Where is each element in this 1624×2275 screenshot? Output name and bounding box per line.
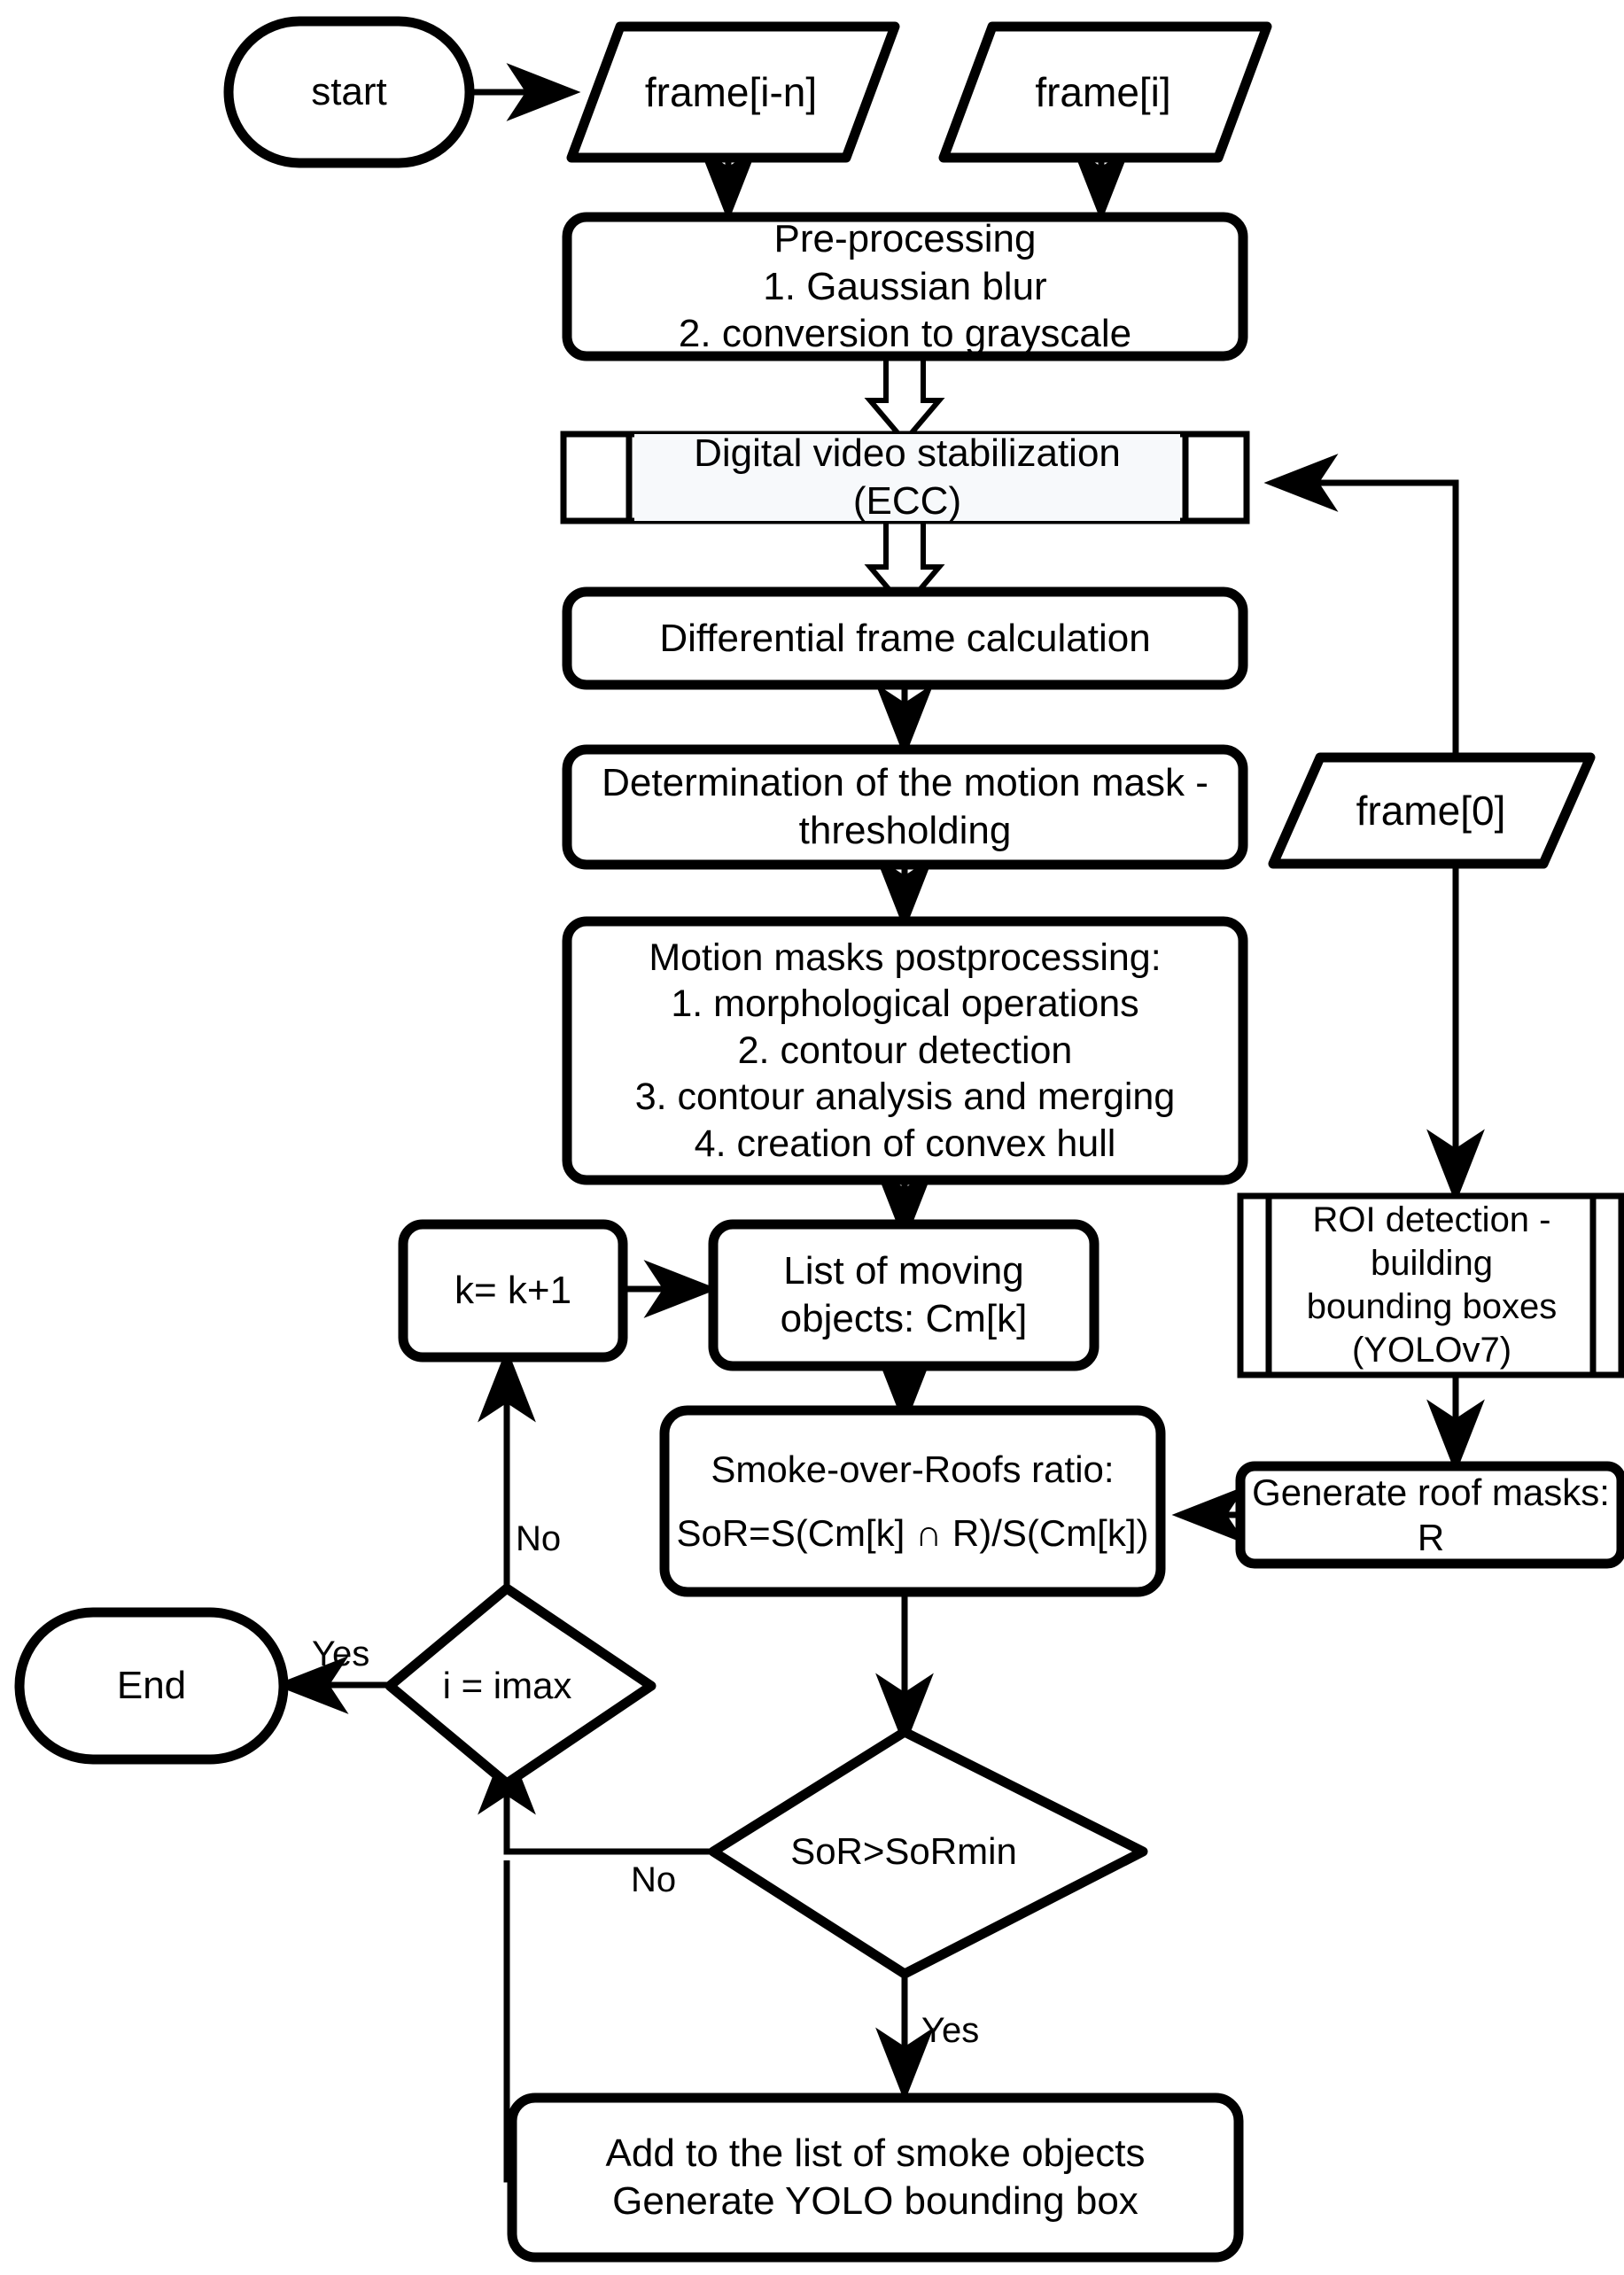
node-postprocessing-label: Motion masks postprocessing: 1. morpholo… — [634, 936, 1176, 1165]
node-frame-zero-shape — [1268, 752, 1596, 869]
node-frame-i-label: frame[i] — [1035, 68, 1171, 115]
node-motion-mask-label: Determination of the motion mask - thres… — [602, 761, 1208, 852]
node-sor-ratio-shape — [659, 1405, 1166, 1597]
node-add-smoke-label: Add to the list of smoke objects Generat… — [605, 2131, 1146, 2223]
node-moving-list-label: List of moving objects: Cm[k] — [780, 1249, 1028, 1340]
node-frame-in-shape — [566, 21, 900, 163]
node-end-label: End — [116, 1664, 187, 1708]
node-k-increment-shape — [398, 1219, 628, 1363]
node-start-shape — [223, 16, 475, 168]
node-differential-shape — [562, 586, 1248, 690]
node-motion-mask-shape — [562, 744, 1248, 870]
node-preprocessing-shape — [562, 212, 1248, 361]
node-differential-label: Differential frame calculation — [659, 616, 1151, 660]
node-frame-in-label: frame[i-n] — [644, 68, 818, 115]
node-roi-detect-label: ROI detection - building bounding boxes … — [1306, 1200, 1558, 1370]
node-sor-decision-shape — [708, 1727, 1148, 1979]
node-imax-decision-shape — [385, 1583, 657, 1789]
node-sor-ratio-label: Smoke-over-Roofs ratio: SoR=S(Cm[k] ∩ R)… — [676, 1448, 1149, 1554]
edge-label-sor-no: No — [631, 1860, 677, 1899]
node-k-increment-label: k= k+1 — [454, 1269, 572, 1313]
node-roof-masks-label: Generate roof masks: R — [1252, 1471, 1610, 1558]
node-postprocessing-shape — [562, 916, 1248, 1185]
node-frame-zero-label: frame[0] — [1356, 787, 1506, 834]
edge-label-imax-no: No — [516, 1519, 562, 1558]
edge-label-imax-yes: Yes — [312, 1634, 370, 1673]
block-arrow-preprocessing-to-stabilization — [864, 352, 945, 446]
node-add-smoke-shape — [507, 2093, 1244, 2263]
node-stabilization-label: Digital video stabilization (ECC) — [634, 431, 1180, 523]
node-preprocessing-label: Pre-processing 1. Gaussian blur 2. conve… — [678, 217, 1132, 356]
node-imax-decision-label: i = imax — [442, 1665, 572, 1707]
node-moving-list-shape — [708, 1219, 1100, 1371]
node-frame-i-shape — [938, 21, 1272, 163]
node-roi-detect-shape — [1237, 1192, 1624, 1378]
node-end-shape — [14, 1607, 289, 1765]
edge-label-sor-yes: Yes — [921, 2011, 980, 2050]
node-start-label: start — [311, 70, 387, 114]
node-roof-masks-shape — [1235, 1461, 1624, 1569]
node-sor-decision-label: SoR>SoRmin — [790, 1830, 1017, 1873]
